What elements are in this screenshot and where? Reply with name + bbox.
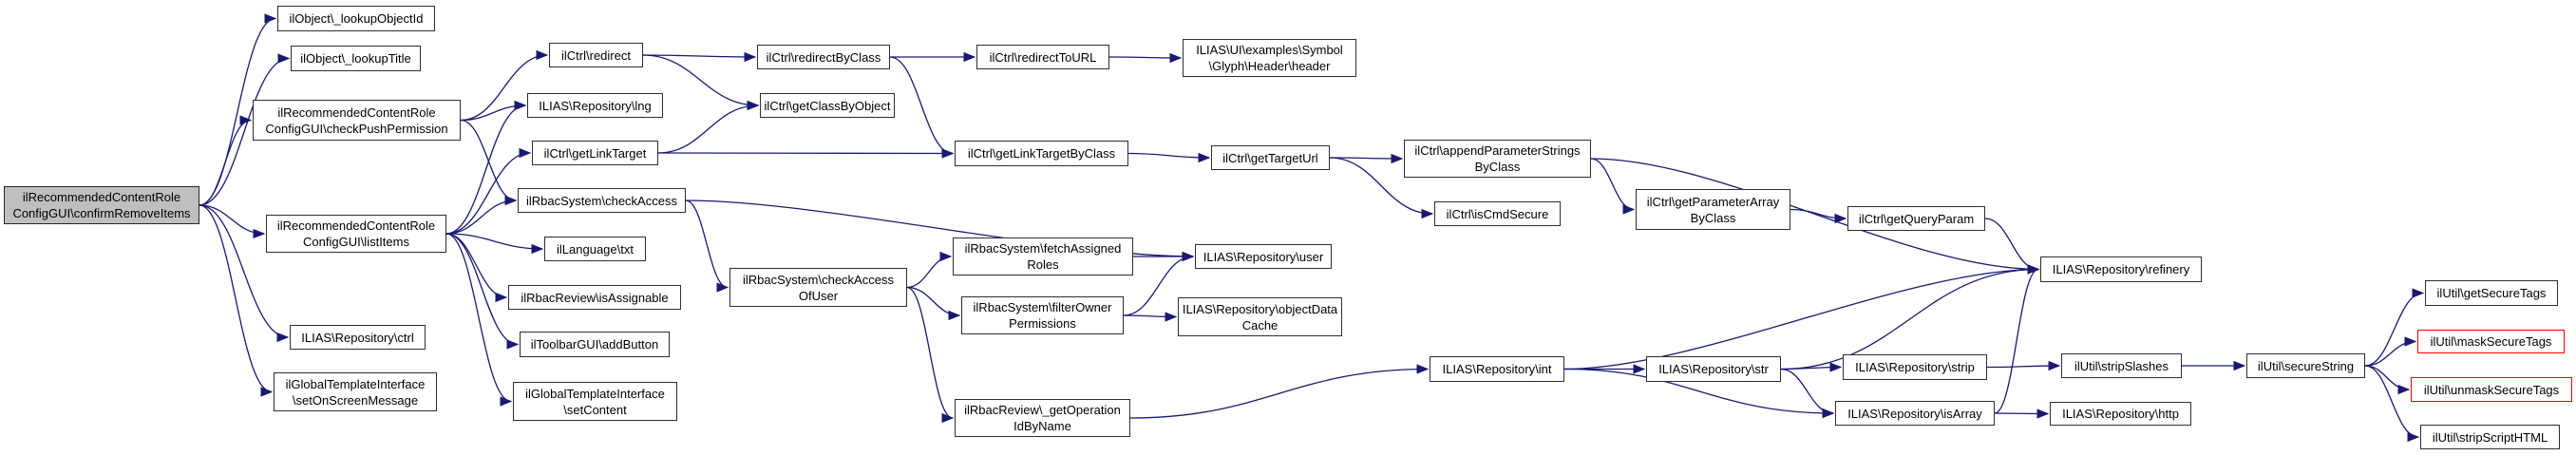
call-edge-filterOwnerPermissions-to-objectDataCache (1123, 312, 1178, 322)
call-edge-redirectByClass-to-getLinkTargetByClass (889, 56, 955, 159)
call-edge-confirmRemoveItems-to-setOnScreenMessage (199, 204, 274, 397)
node-http[interactable]: ILIAS\Repository\http (2050, 402, 2191, 426)
call-edge-checkAccess-to-checkAccessOfUser (685, 200, 729, 293)
call-edge-checkPushPermission-to-checkAccess (460, 119, 518, 206)
node-fetchAssignedRoles[interactable]: ilRbacSystem\fetchAssigned Roles (953, 238, 1133, 276)
node-txt[interactable]: ilLanguage\txt (544, 237, 646, 261)
call-edge-getOperationIdByName-to-int (1129, 364, 1430, 419)
call-edge-getLinkTarget-to-getLinkTargetByClass (657, 148, 955, 159)
call-edge-str-to-refinery (1780, 264, 2040, 370)
node-isCmdSecure[interactable]: ilCtrl\isCmdSecure (1434, 201, 1561, 226)
call-edge-int-to-refinery (1563, 264, 2040, 370)
call-edge-isArray-to-http (1994, 408, 2050, 419)
call-edge-checkAccessOfUser-to-fetchAssignedRoles (906, 251, 953, 289)
call-edge-filterOwnerPermissions-to-user (1123, 251, 1195, 316)
call-edge-checkPushPermission-to-lng (460, 100, 527, 122)
node-getSecureTags[interactable]: ilUtil\getSecureTags (2425, 280, 2558, 306)
node-redirect[interactable]: ilCtrl\redirect (549, 43, 643, 67)
node-int[interactable]: ILIAS\Repository\int (1430, 356, 1564, 382)
call-edge-getTargetUrl-to-isCmdSecure (1329, 157, 1434, 219)
node-stripScriptHTML[interactable]: ilUtil\stripScriptHTML (2420, 425, 2560, 449)
node-redirectByClass[interactable]: ilCtrl\redirectByClass (757, 45, 890, 69)
node-listItems[interactable]: ilRecommendedContentRole ConfigGUI\listI… (266, 215, 446, 253)
node-confirmRemoveItems: ilRecommendedContentRole ConfigGUI\confi… (4, 186, 199, 224)
call-edge-listItems-to-addButton (445, 233, 520, 350)
call-edge-listItems-to-getLinkTarget (445, 147, 532, 235)
call-edge-secureString-to-getSecureTags (2364, 288, 2425, 367)
node-getLinkTargetByClass[interactable]: ilCtrl\getLinkTargetByClass (955, 141, 1128, 166)
node-checkPushPermission[interactable]: ilRecommendedContentRole ConfigGUI\check… (253, 100, 461, 141)
node-refinery[interactable]: ILIAS\Repository\refinery (2040, 256, 2202, 282)
call-edge-getTargetUrl-to-appendParameterStringsByClass (1329, 153, 1404, 164)
call-edge-appendParameterStringsByClass-to-getParameterArrayByClass (1590, 158, 1636, 215)
node-getParameterArrayByClass[interactable]: ilCtrl\getParameterArray ByClass (1636, 189, 1790, 230)
node-secureString[interactable]: ilUtil\secureString (2246, 353, 2365, 378)
call-edge-redirect-to-redirectByClass (642, 51, 757, 63)
call-edge-checkPushPermission-to-redirect (460, 49, 549, 122)
node-isArray[interactable]: ILIAS\Repository\isArray (1835, 401, 1995, 426)
call-edge-strip-to-stripSlashes (1986, 360, 2061, 371)
call-edge-getLinkTarget-to-getClassByObject (657, 100, 760, 154)
node-setOnScreenMessage[interactable]: ilGlobalTemplateInterface \setOnScreenMe… (274, 372, 437, 411)
node-redirectToURL[interactable]: ilCtrl\redirectToURL (976, 45, 1109, 69)
call-edge-confirmRemoveItems-to-ctrl (199, 204, 290, 343)
call-edge-listItems-to-checkAccess (445, 195, 518, 235)
call-edge-int-to-isArray (1563, 368, 1835, 419)
call-edge-redirectToURL-to-symbolGlyphHeader (1108, 52, 1183, 64)
node-symbolGlyphHeader[interactable]: ILIAS\UI\examples\Symbol \Glyph\Header\h… (1183, 39, 1356, 77)
node-getQueryParam[interactable]: ilCtrl\getQueryParam (1847, 206, 1985, 231)
node-str[interactable]: ILIAS\Repository\str (1646, 356, 1781, 382)
node-checkAccess[interactable]: ilRbacSystem\checkAccess (518, 188, 686, 213)
node-unmaskSecureTags[interactable]: ilUtil\unmaskSecureTags (2411, 377, 2572, 402)
call-edge-listItems-to-txt (445, 233, 544, 255)
call-edge-confirmRemoveItems-to-listItems (199, 204, 266, 239)
node-getLinkTarget[interactable]: ilCtrl\getLinkTarget (532, 141, 658, 165)
call-edge-confirmRemoveItems-to-lookupTitle (199, 53, 291, 206)
node-lng[interactable]: ILIAS\Repository\lng (527, 93, 663, 118)
call-edge-listItems-to-isAssignable (445, 233, 508, 303)
call-edge-redirect-to-getClassByObject (642, 54, 760, 111)
call-edge-checkAccessOfUser-to-getOperationIdByName (906, 286, 955, 424)
node-objectDataCache[interactable]: ILIAS\Repository\objectData Cache (1178, 297, 1342, 336)
node-user[interactable]: ILIAS\Repository\user (1195, 244, 1332, 269)
call-edge-secureString-to-maskSecureTags (2364, 336, 2417, 367)
node-getClassByObject[interactable]: ilCtrl\getClassByObject (760, 93, 895, 118)
call-edge-secureString-to-stripScriptHTML (2364, 365, 2420, 443)
call-edge-confirmRemoveItems-to-checkPushPermission (199, 115, 253, 206)
node-lookupTitle[interactable]: ilObject\_lookupTitle (291, 46, 421, 71)
node-isAssignable[interactable]: ilRbacReview\isAssignable (508, 285, 681, 310)
call-edge-appendParameterStringsByClass-to-refinery (1590, 158, 2040, 275)
node-filterOwnerPermissions[interactable]: ilRbacSystem\filterOwner Permissions (961, 296, 1124, 334)
node-maskSecureTags[interactable]: ilUtil\maskSecureTags (2417, 330, 2565, 353)
call-edge-isArray-to-refinery (1994, 264, 2040, 414)
node-strip[interactable]: ILIAS\Repository\strip (1843, 354, 1987, 380)
node-setContent[interactable]: ilGlobalTemplateInterface \setContent (513, 382, 677, 421)
call-edge-listItems-to-lng (445, 100, 527, 235)
call-edge-getLinkTargetByClass-to-getTargetUrl (1127, 152, 1211, 163)
node-stripSlashes[interactable]: ilUtil\stripSlashes (2061, 353, 2182, 378)
node-getTargetUrl[interactable]: ilCtrl\getTargetUrl (1211, 145, 1330, 170)
call-edge-getQueryParam-to-refinery (1984, 218, 2040, 275)
node-getOperationIdByName[interactable]: ilRbacReview\_getOperation IdByName (955, 399, 1130, 437)
node-checkAccessOfUser[interactable]: ilRbacSystem\checkAccess OfUser (729, 268, 907, 307)
node-ctrl[interactable]: ILIAS\Repository\ctrl (290, 325, 426, 350)
call-edge-checkAccessOfUser-to-filterOwnerPermissions (906, 286, 961, 321)
call-edge-getParameterArrayByClass-to-getQueryParam (1790, 208, 1847, 224)
node-addButton[interactable]: ilToolbarGUI\addButton (520, 332, 670, 357)
node-lookupObjectId[interactable]: ilObject\_lookupObjectId (277, 6, 435, 31)
call-edge-listItems-to-setContent (445, 233, 513, 407)
node-appendParameterStringsByClass[interactable]: ilCtrl\appendParameterStrings ByClass (1404, 140, 1591, 178)
call-edge-secureString-to-unmaskSecureTags (2364, 365, 2411, 395)
call-edge-str-to-isArray (1780, 368, 1835, 419)
